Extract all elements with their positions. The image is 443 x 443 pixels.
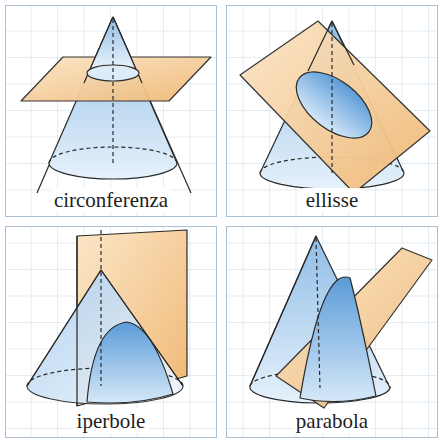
conic-panel: parabola <box>226 226 438 438</box>
conic-caption: ellisse <box>303 188 362 212</box>
conic-panel: ellisse <box>226 5 438 217</box>
conic-panel: iperbole <box>5 226 217 438</box>
conic-caption: circonferenza <box>51 188 171 212</box>
conic-panel: circonferenza <box>5 5 217 217</box>
conic-caption: parabola <box>293 409 371 433</box>
conic-caption: iperbole <box>74 409 149 433</box>
